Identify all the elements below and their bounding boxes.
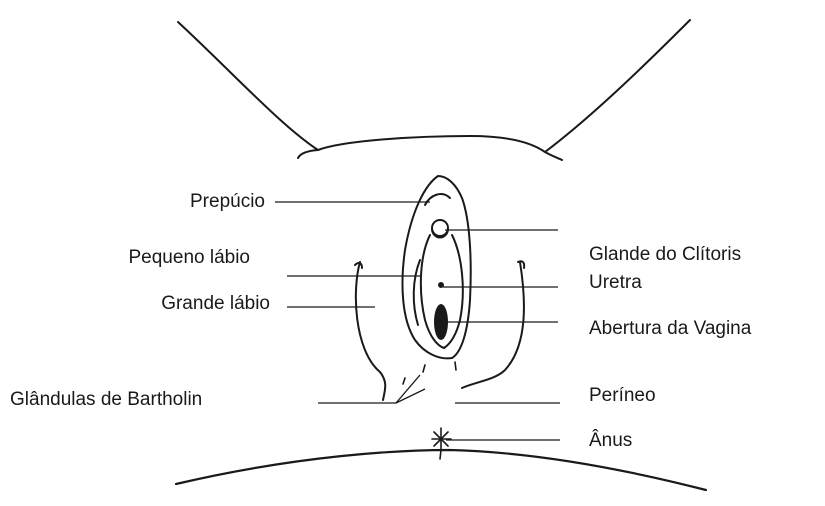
label-grande-labio: Grande lábio xyxy=(60,293,270,315)
label-pequeno-labio: Pequeno lábio xyxy=(40,247,250,269)
left-outer-fold xyxy=(356,262,385,400)
label-abertura-vagina: Abertura da Vagina xyxy=(589,318,751,340)
label-prepucio: Prepúcio xyxy=(100,191,265,213)
label-glande-clitoris: Glande do Clítoris xyxy=(589,244,741,266)
label-uretra: Uretra xyxy=(589,272,642,294)
anus-mark xyxy=(432,428,451,459)
abdomen-outline xyxy=(178,20,690,152)
label-glandulas-bartholin: Glândulas de Bartholin xyxy=(10,389,202,411)
vaginal-opening xyxy=(434,304,448,340)
label-anus: Ânus xyxy=(589,430,632,452)
label-perineo: Períneo xyxy=(589,385,656,407)
urethra xyxy=(439,283,443,287)
